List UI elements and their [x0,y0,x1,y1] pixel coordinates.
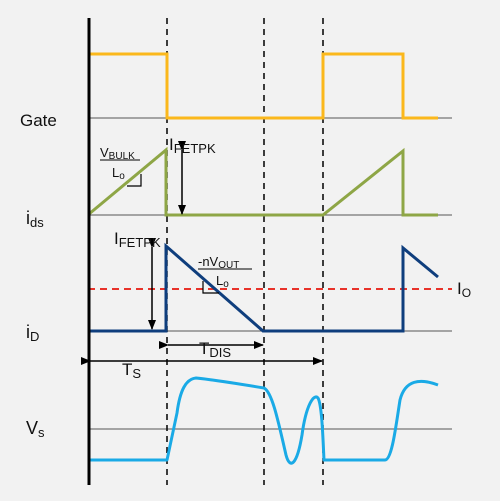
id-slope-indicator [202,281,219,294]
id-waveform [89,242,439,333]
tdis-label: TDIS [199,339,231,360]
lo-denominator-ids: Lo [112,165,125,182]
ifetpk-ids-label: IFETPK [169,135,216,156]
ids-label: ids [26,208,44,230]
id-label: iD [26,322,39,344]
ts-label: TS [122,360,141,381]
vs-waveform [89,376,439,465]
gate-waveform [89,52,438,120]
gate-label: Gate [20,111,57,130]
nvout-numerator: -nVOUT [198,254,239,271]
lo-denominator-id: Lo [216,273,229,290]
ifetpk-id-label: IFETPK [114,229,161,250]
vs-label: Vs [26,418,45,440]
ids-slope-indicator [127,174,142,187]
vbulk-numerator: VBULK [100,145,135,162]
io-label: IO [457,279,471,300]
ids-waveform [88,146,438,217]
